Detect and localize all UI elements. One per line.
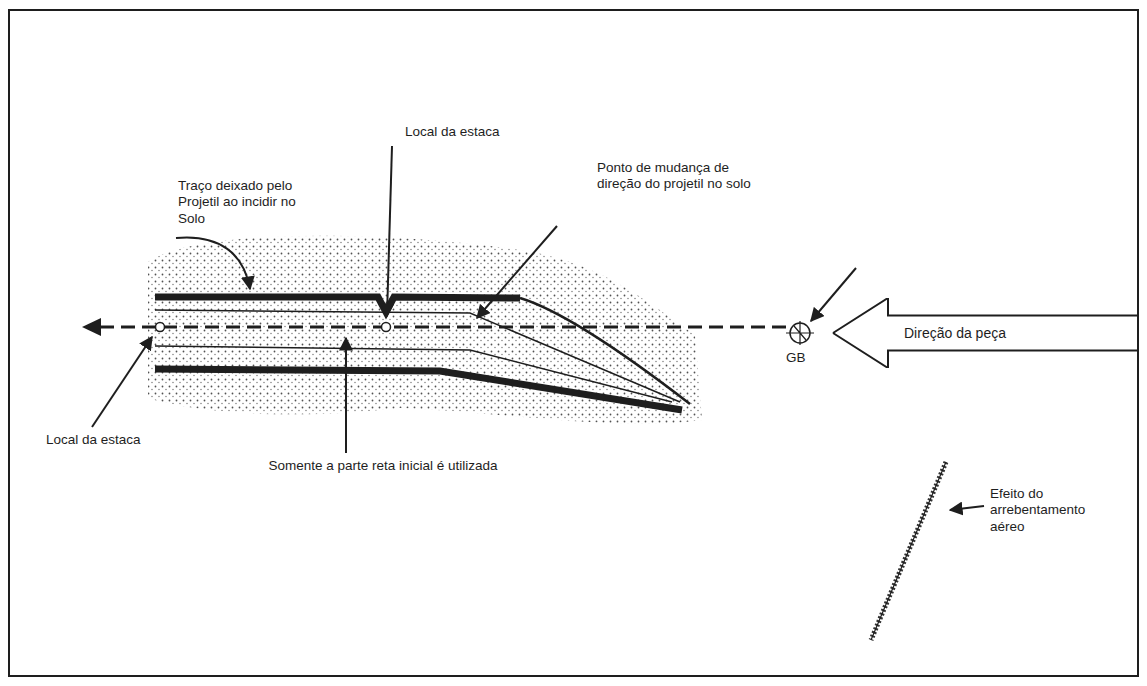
direction-change-label: Ponto de mudança de direção do projetil … [597, 160, 765, 193]
leader-line [345, 338, 347, 453]
furrow-edge [155, 369, 682, 410]
air-burst-label: Efeito do arrebentamento aéreo [990, 486, 1108, 535]
leader-line [811, 268, 856, 321]
gb-label: GB [786, 350, 826, 366]
furrow-edge [155, 297, 520, 312]
furrow-edge [520, 298, 690, 404]
leader-line [950, 506, 984, 510]
hollow-arrow-outline [833, 298, 1138, 368]
frame [9, 10, 1138, 676]
gb-symbol [786, 321, 814, 345]
stake-mark [382, 323, 391, 332]
direction-arrow: Direção da peça [830, 298, 1138, 368]
leader-line [387, 146, 392, 316]
leader-line [477, 226, 557, 318]
trace-label: Traço deixado pelo Projetil ao incidir n… [178, 178, 320, 227]
furrow-line [155, 310, 680, 402]
stake-label: Local da estaca [46, 432, 186, 448]
leader-line [92, 337, 152, 427]
usage-note: Somente a parte reta inicial é utilizada [258, 458, 508, 474]
stake-mark [156, 323, 165, 332]
furrow-ground [148, 236, 702, 424]
air-burst-trace [871, 462, 946, 640]
stake-label: Local da estaca [405, 124, 545, 140]
direction-line [100, 326, 788, 329]
air-burst-trace [871, 462, 946, 640]
arrowhead [82, 318, 101, 336]
arrow-text: Direção da peça [904, 325, 1006, 341]
leader-line [176, 237, 250, 289]
